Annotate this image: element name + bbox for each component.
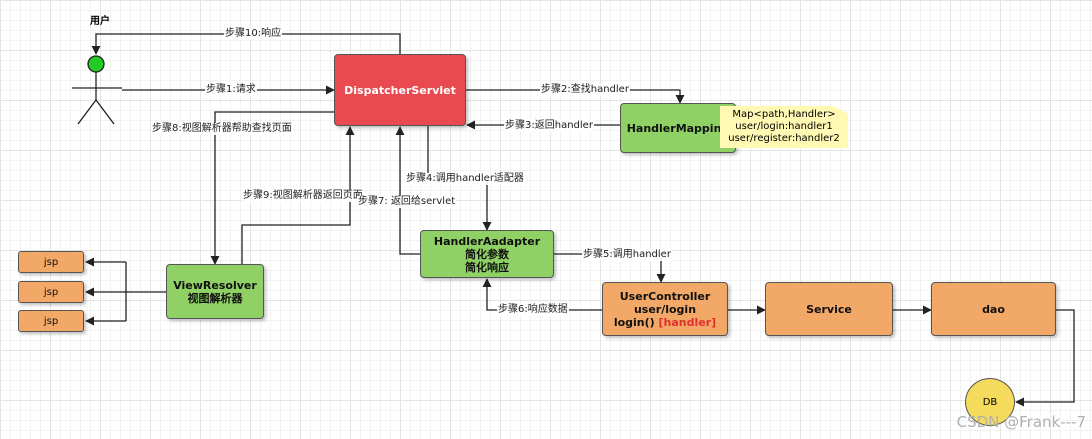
- handler-adapter-line-3: 简化响应: [465, 260, 509, 274]
- step4-label: 步骤4:调用handler适配器: [405, 173, 525, 185]
- watermark: CSDN @Frank---7: [956, 413, 1086, 431]
- dispatcher-servlet-label: DispatcherServlet: [344, 83, 456, 97]
- arrow-step7: [395, 126, 420, 255]
- step7-label: 步骤7: 返回给servlet: [357, 196, 457, 208]
- handler-map-note: Map<path,Handler> user/login:handler1 us…: [720, 106, 848, 148]
- user-controller-method: login(): [613, 315, 655, 329]
- arrow-step2: [466, 89, 685, 104]
- service-label: Service: [806, 302, 852, 316]
- jsp-node-1: jsp: [18, 251, 84, 273]
- arrow-step9: [241, 126, 355, 264]
- user-controller-path: user/login: [633, 302, 697, 316]
- step1-label: 步骤1:请求: [205, 84, 257, 96]
- handler-mapping-label: HandlerMapping: [626, 121, 730, 135]
- jsp-label-3: jsp: [43, 315, 59, 327]
- handler-mapping-node: HandlerMapping: [620, 103, 736, 153]
- user-left-leg: [77, 99, 97, 125]
- user-head: [87, 55, 105, 73]
- jsp-label-1: jsp: [43, 256, 59, 268]
- step5-label: 步骤5:调用handler: [582, 249, 672, 261]
- user-controller-title: UserController: [619, 289, 711, 303]
- view-resolver-title: ViewResolver: [173, 278, 257, 292]
- user-right-leg: [95, 99, 115, 125]
- handler-adapter-node: HandlerAadapter 简化参数 简化响应: [420, 230, 554, 278]
- jsp-node-3: jsp: [18, 310, 84, 332]
- dispatcher-servlet-node: DispatcherServlet: [334, 54, 466, 126]
- step6-label: 步骤6:响应数据: [497, 304, 569, 316]
- jsp-node-2: jsp: [18, 281, 84, 303]
- note-line-2: user/login:handler1: [735, 121, 833, 132]
- handler-adapter-line-2: 简化参数: [465, 247, 509, 261]
- jsp-label-2: jsp: [43, 286, 59, 298]
- arrow-dao-db: [1015, 309, 1075, 407]
- note-line-1: Map<path,Handler>: [732, 109, 836, 120]
- step3-label: 步骤3:返回handler: [504, 120, 594, 132]
- step8-label: 步骤8:视图解析器帮助查找页面: [151, 123, 293, 135]
- db-node: DB: [965, 378, 1015, 426]
- user-controller-node: UserController user/login login() [handl…: [602, 282, 728, 336]
- handler-tag: [handler]: [658, 315, 717, 329]
- note-line-3: user/register:handler2: [728, 133, 840, 144]
- service-node: Service: [765, 282, 893, 336]
- step9-label: 步骤9:视图解析器返回页面: [242, 190, 364, 202]
- step10-label: 步骤10:响应: [224, 28, 283, 40]
- dao-label: dao: [982, 302, 1005, 316]
- db-label: DB: [982, 396, 998, 408]
- view-resolver-subtitle: 视图解析器: [187, 291, 243, 305]
- user-controller-method-line: login() [handler]: [614, 316, 716, 329]
- step2-label: 步骤2:查找handler: [540, 84, 630, 96]
- view-resolver-node: ViewResolver 视图解析器: [166, 264, 264, 319]
- arrow-step8: [210, 111, 334, 265]
- dao-node: dao: [931, 282, 1056, 336]
- handler-adapter-title: HandlerAadapter: [433, 234, 541, 248]
- user-label: 用户: [90, 16, 110, 27]
